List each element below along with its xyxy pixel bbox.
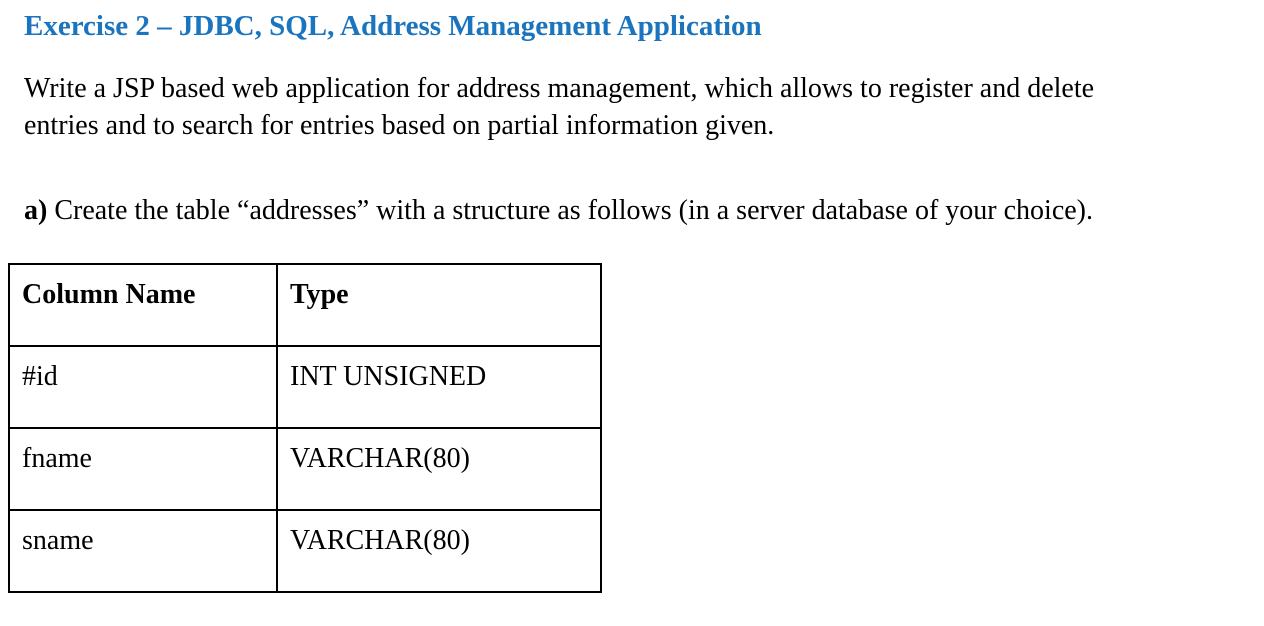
cell-column-name-sname: sname <box>8 509 278 593</box>
task-a-text: Create the table “addresses” with a stru… <box>47 195 1094 226</box>
intro-line-2: entries and to search for entries based … <box>24 110 775 141</box>
table-row: sname VARCHAR(80) <box>8 509 602 593</box>
task-a-paragraph: a) Create the table “addresses” with a s… <box>24 192 1264 229</box>
document-page: Exercise 2 – JDBC, SQL, Address Manageme… <box>0 8 1264 593</box>
task-a-label: a) <box>24 195 48 226</box>
cell-type-fname: VARCHAR(80) <box>276 427 602 511</box>
table-row: #id INT UNSIGNED <box>8 345 602 429</box>
cell-column-name-id: #id <box>8 345 278 429</box>
cell-column-name-fname: fname <box>8 427 278 511</box>
schema-table: Column Name Type #id INT UNSIGNED fname … <box>8 263 602 593</box>
cell-type-sname: VARCHAR(80) <box>276 509 602 593</box>
intro-line-1: Write a JSP based web application for ad… <box>24 73 1095 104</box>
intro-paragraph: Write a JSP based web application for ad… <box>24 70 1264 144</box>
table-header-type: Type <box>276 263 602 347</box>
table-row: fname VARCHAR(80) <box>8 427 602 511</box>
exercise-heading: Exercise 2 – JDBC, SQL, Address Manageme… <box>24 10 762 42</box>
cell-type-id: INT UNSIGNED <box>276 345 602 429</box>
table-header-column-name: Column Name <box>8 263 278 347</box>
table-header-row: Column Name Type <box>8 263 602 347</box>
